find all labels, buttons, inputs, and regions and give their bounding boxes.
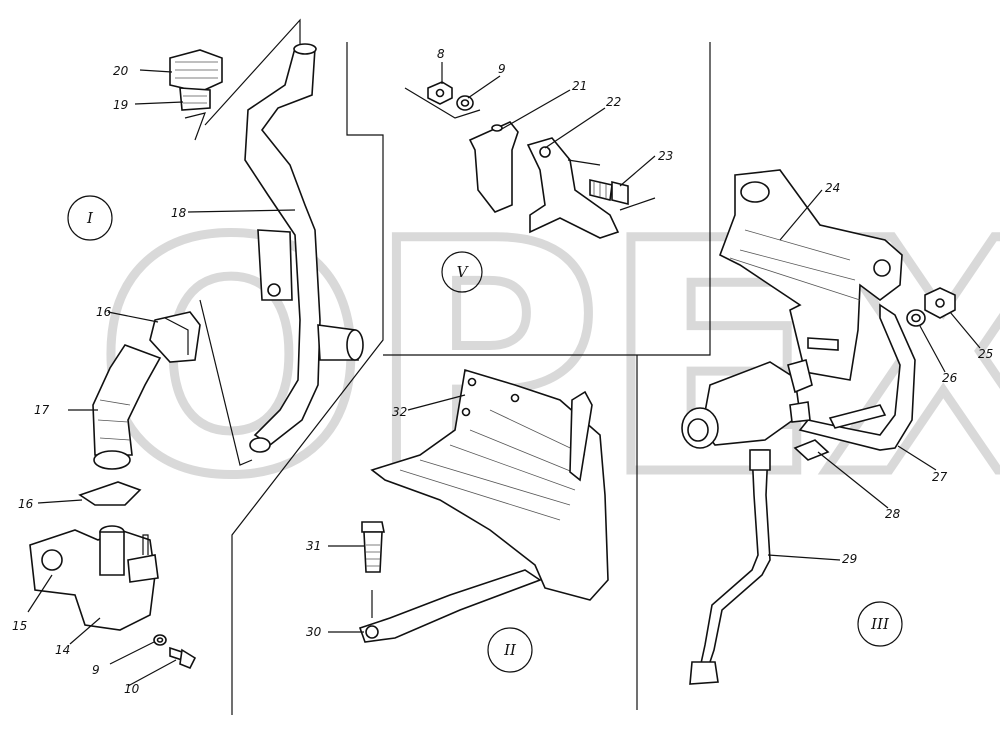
part-29-tube bbox=[689, 449, 771, 685]
callout-19: 19 bbox=[113, 98, 128, 112]
part-23-bolt bbox=[567, 159, 656, 211]
part-9-washer-left bbox=[153, 634, 167, 646]
section-dividers bbox=[231, 42, 711, 715]
callout-8: 8 bbox=[437, 47, 445, 61]
callout-9-left: 9 bbox=[92, 663, 100, 677]
callout-9-top: 9 bbox=[498, 62, 506, 76]
callout-10: 10 bbox=[124, 682, 140, 696]
callout-20: 20 bbox=[113, 64, 129, 78]
part-25-nut bbox=[924, 287, 956, 319]
callout-26: 26 bbox=[942, 371, 958, 385]
svg-text:III: III bbox=[870, 615, 890, 633]
part-21-bracket bbox=[468, 121, 519, 213]
part-24-bracket bbox=[718, 169, 903, 381]
callout-31: 31 bbox=[306, 539, 321, 553]
view-V-marker: V bbox=[441, 251, 483, 293]
part-20-nut bbox=[169, 49, 223, 93]
callout-16-upper: 16 bbox=[96, 305, 112, 319]
view-II-marker: II bbox=[487, 627, 533, 673]
svg-text:II: II bbox=[503, 641, 517, 659]
part-26-washer bbox=[906, 309, 926, 327]
callout-15: 15 bbox=[12, 619, 27, 633]
svg-text:V: V bbox=[457, 263, 470, 281]
view-I-marker: I bbox=[67, 195, 113, 241]
assembly-line-top bbox=[404, 87, 481, 119]
part-31-bolt bbox=[361, 521, 385, 573]
part-27-rod bbox=[798, 303, 916, 451]
part-16-clamp-upper bbox=[149, 311, 201, 363]
svg-text:I: I bbox=[86, 209, 94, 227]
switch-body bbox=[681, 359, 813, 449]
callout-32: 32 bbox=[392, 405, 407, 419]
part-18-pipe bbox=[199, 18, 364, 466]
part-14-housing bbox=[29, 525, 159, 631]
callout-14: 14 bbox=[55, 643, 70, 657]
callout-30: 30 bbox=[306, 625, 322, 639]
part-28-plate bbox=[793, 404, 887, 461]
callout-28: 28 bbox=[885, 507, 901, 521]
callout-27: 27 bbox=[932, 470, 948, 484]
leader-lines bbox=[27, 62, 981, 687]
callout-22: 22 bbox=[606, 95, 621, 109]
callout-16-lower: 16 bbox=[18, 497, 34, 511]
callout-labels: 20 19 18 17 16 16 15 14 9 10 8 9 21 22 2… bbox=[12, 47, 993, 696]
part-32-pan bbox=[370, 368, 609, 601]
view-III-marker: III bbox=[857, 601, 903, 647]
callout-24: 24 bbox=[825, 181, 840, 195]
callout-25: 25 bbox=[978, 347, 993, 361]
callout-21: 21 bbox=[572, 79, 587, 93]
callout-23: 23 bbox=[658, 149, 673, 163]
callout-17: 17 bbox=[34, 403, 50, 417]
part-22-bracket bbox=[526, 137, 620, 239]
callout-29: 29 bbox=[842, 552, 857, 566]
part-19-fitting bbox=[179, 87, 211, 141]
part-9-washer-top bbox=[456, 95, 474, 111]
callout-18: 18 bbox=[171, 206, 187, 220]
part-30-strap bbox=[358, 569, 542, 643]
part-17-hose bbox=[92, 344, 162, 470]
part-8-nut bbox=[427, 81, 453, 105]
part-16-clamp-lower bbox=[78, 481, 142, 506]
part-10-bolt-left bbox=[169, 646, 197, 670]
